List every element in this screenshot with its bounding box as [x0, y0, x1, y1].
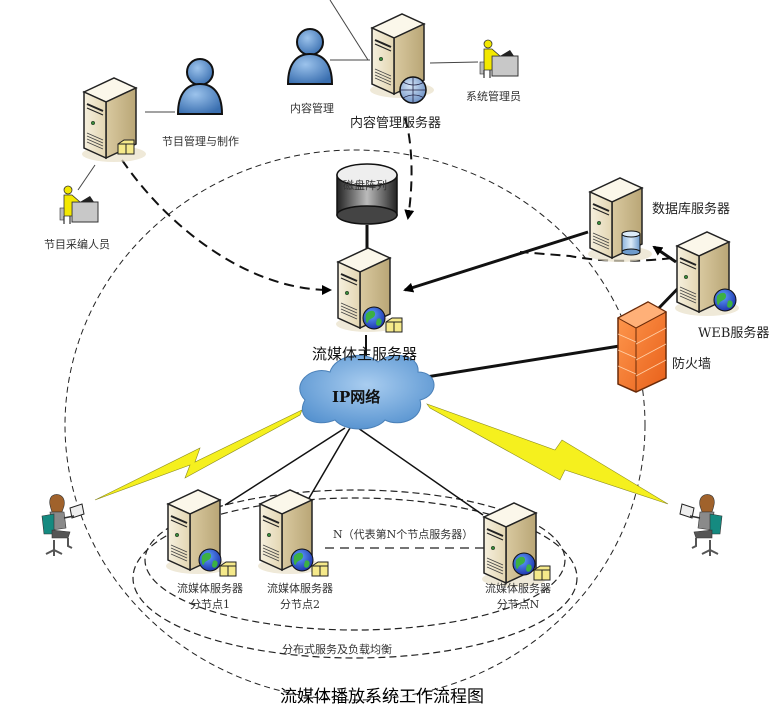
diagram-title: 流媒体播放系统工作流程图 — [280, 687, 484, 707]
link-network-node2 — [304, 427, 351, 506]
mobile-user-left-icon — [41, 493, 85, 557]
program-editor-icon — [59, 185, 99, 225]
content-server-label: 内容管理服务器 — [350, 116, 442, 131]
globe-icon — [198, 548, 222, 572]
link-network-nodeN — [357, 427, 484, 516]
ip-network-label: IP网络 — [332, 388, 381, 406]
node1-label-1: 流媒体服务器 — [177, 582, 243, 595]
distributed-label: 分布式服务及负载均衡 — [282, 643, 392, 656]
arrow-web-to-db — [652, 245, 677, 264]
firewall-label: 防火墙 — [672, 357, 712, 372]
database-icon — [621, 230, 641, 256]
globe-icon — [713, 288, 737, 312]
web-server-label: WEB服务器 — [698, 326, 770, 341]
wireless-link-right — [426, 403, 669, 505]
program-manager-person-icon — [177, 58, 223, 115]
db-server-label: 数据库服务器 — [652, 202, 731, 217]
globe-lines — [400, 77, 426, 103]
node2-label-2: 分节点2 — [280, 598, 320, 611]
link-content-person — [329, 0, 369, 61]
node2-label-1: 流媒体服务器 — [267, 582, 333, 595]
nodeN-note-label: N（代表第N个节点服务器） — [333, 528, 474, 541]
arrow-db-to-main — [403, 230, 589, 293]
content-manager-person-icon — [287, 28, 333, 85]
program-editor-label: 节目采编人员 — [44, 238, 110, 251]
folder-icon — [533, 565, 551, 581]
content-manager-label: 内容管理 — [290, 102, 334, 115]
link-network-node1 — [224, 427, 346, 506]
db-server-icon — [587, 177, 653, 263]
program-server-label: 节目管理与制作 — [162, 135, 239, 148]
distributed-ellipse-outer — [132, 497, 578, 659]
ip-network-cloud — [299, 354, 435, 430]
sys-admin-icon — [479, 39, 519, 79]
nodeN-label-1: 流媒体服务器 — [485, 582, 551, 595]
sys-admin-label: 系统管理员 — [466, 90, 521, 103]
mobile-user-right-icon — [679, 493, 723, 557]
globe-icon — [362, 306, 386, 330]
dashed-arrow-program-to-main — [121, 159, 332, 295]
link-program-editor — [77, 164, 96, 191]
folder-icon — [311, 561, 329, 577]
wireless-link-left — [94, 409, 303, 501]
program-server-icon — [81, 77, 147, 163]
folder-icon — [219, 561, 237, 577]
distributed-ellipse-inner — [144, 489, 566, 631]
dashed-arrow-content-to-main — [404, 117, 415, 220]
disk-array-label: 磁盘阵列 — [343, 179, 387, 192]
folder-icon — [385, 317, 403, 333]
link-sysadmin — [429, 61, 479, 64]
nodeN-label-2: 分节点N — [496, 598, 540, 611]
system-boundary-circle — [64, 149, 646, 701]
globe-icon — [512, 552, 536, 576]
globe-icon — [290, 548, 314, 572]
disk-array-icon — [336, 163, 398, 225]
firewall-icon — [616, 301, 668, 393]
main-server-label: 流媒体主服务器 — [312, 345, 418, 363]
node1-label-2: 分节点1 — [190, 598, 230, 611]
folder-icon — [117, 139, 135, 155]
arrow-network-to-firewall — [419, 340, 634, 380]
